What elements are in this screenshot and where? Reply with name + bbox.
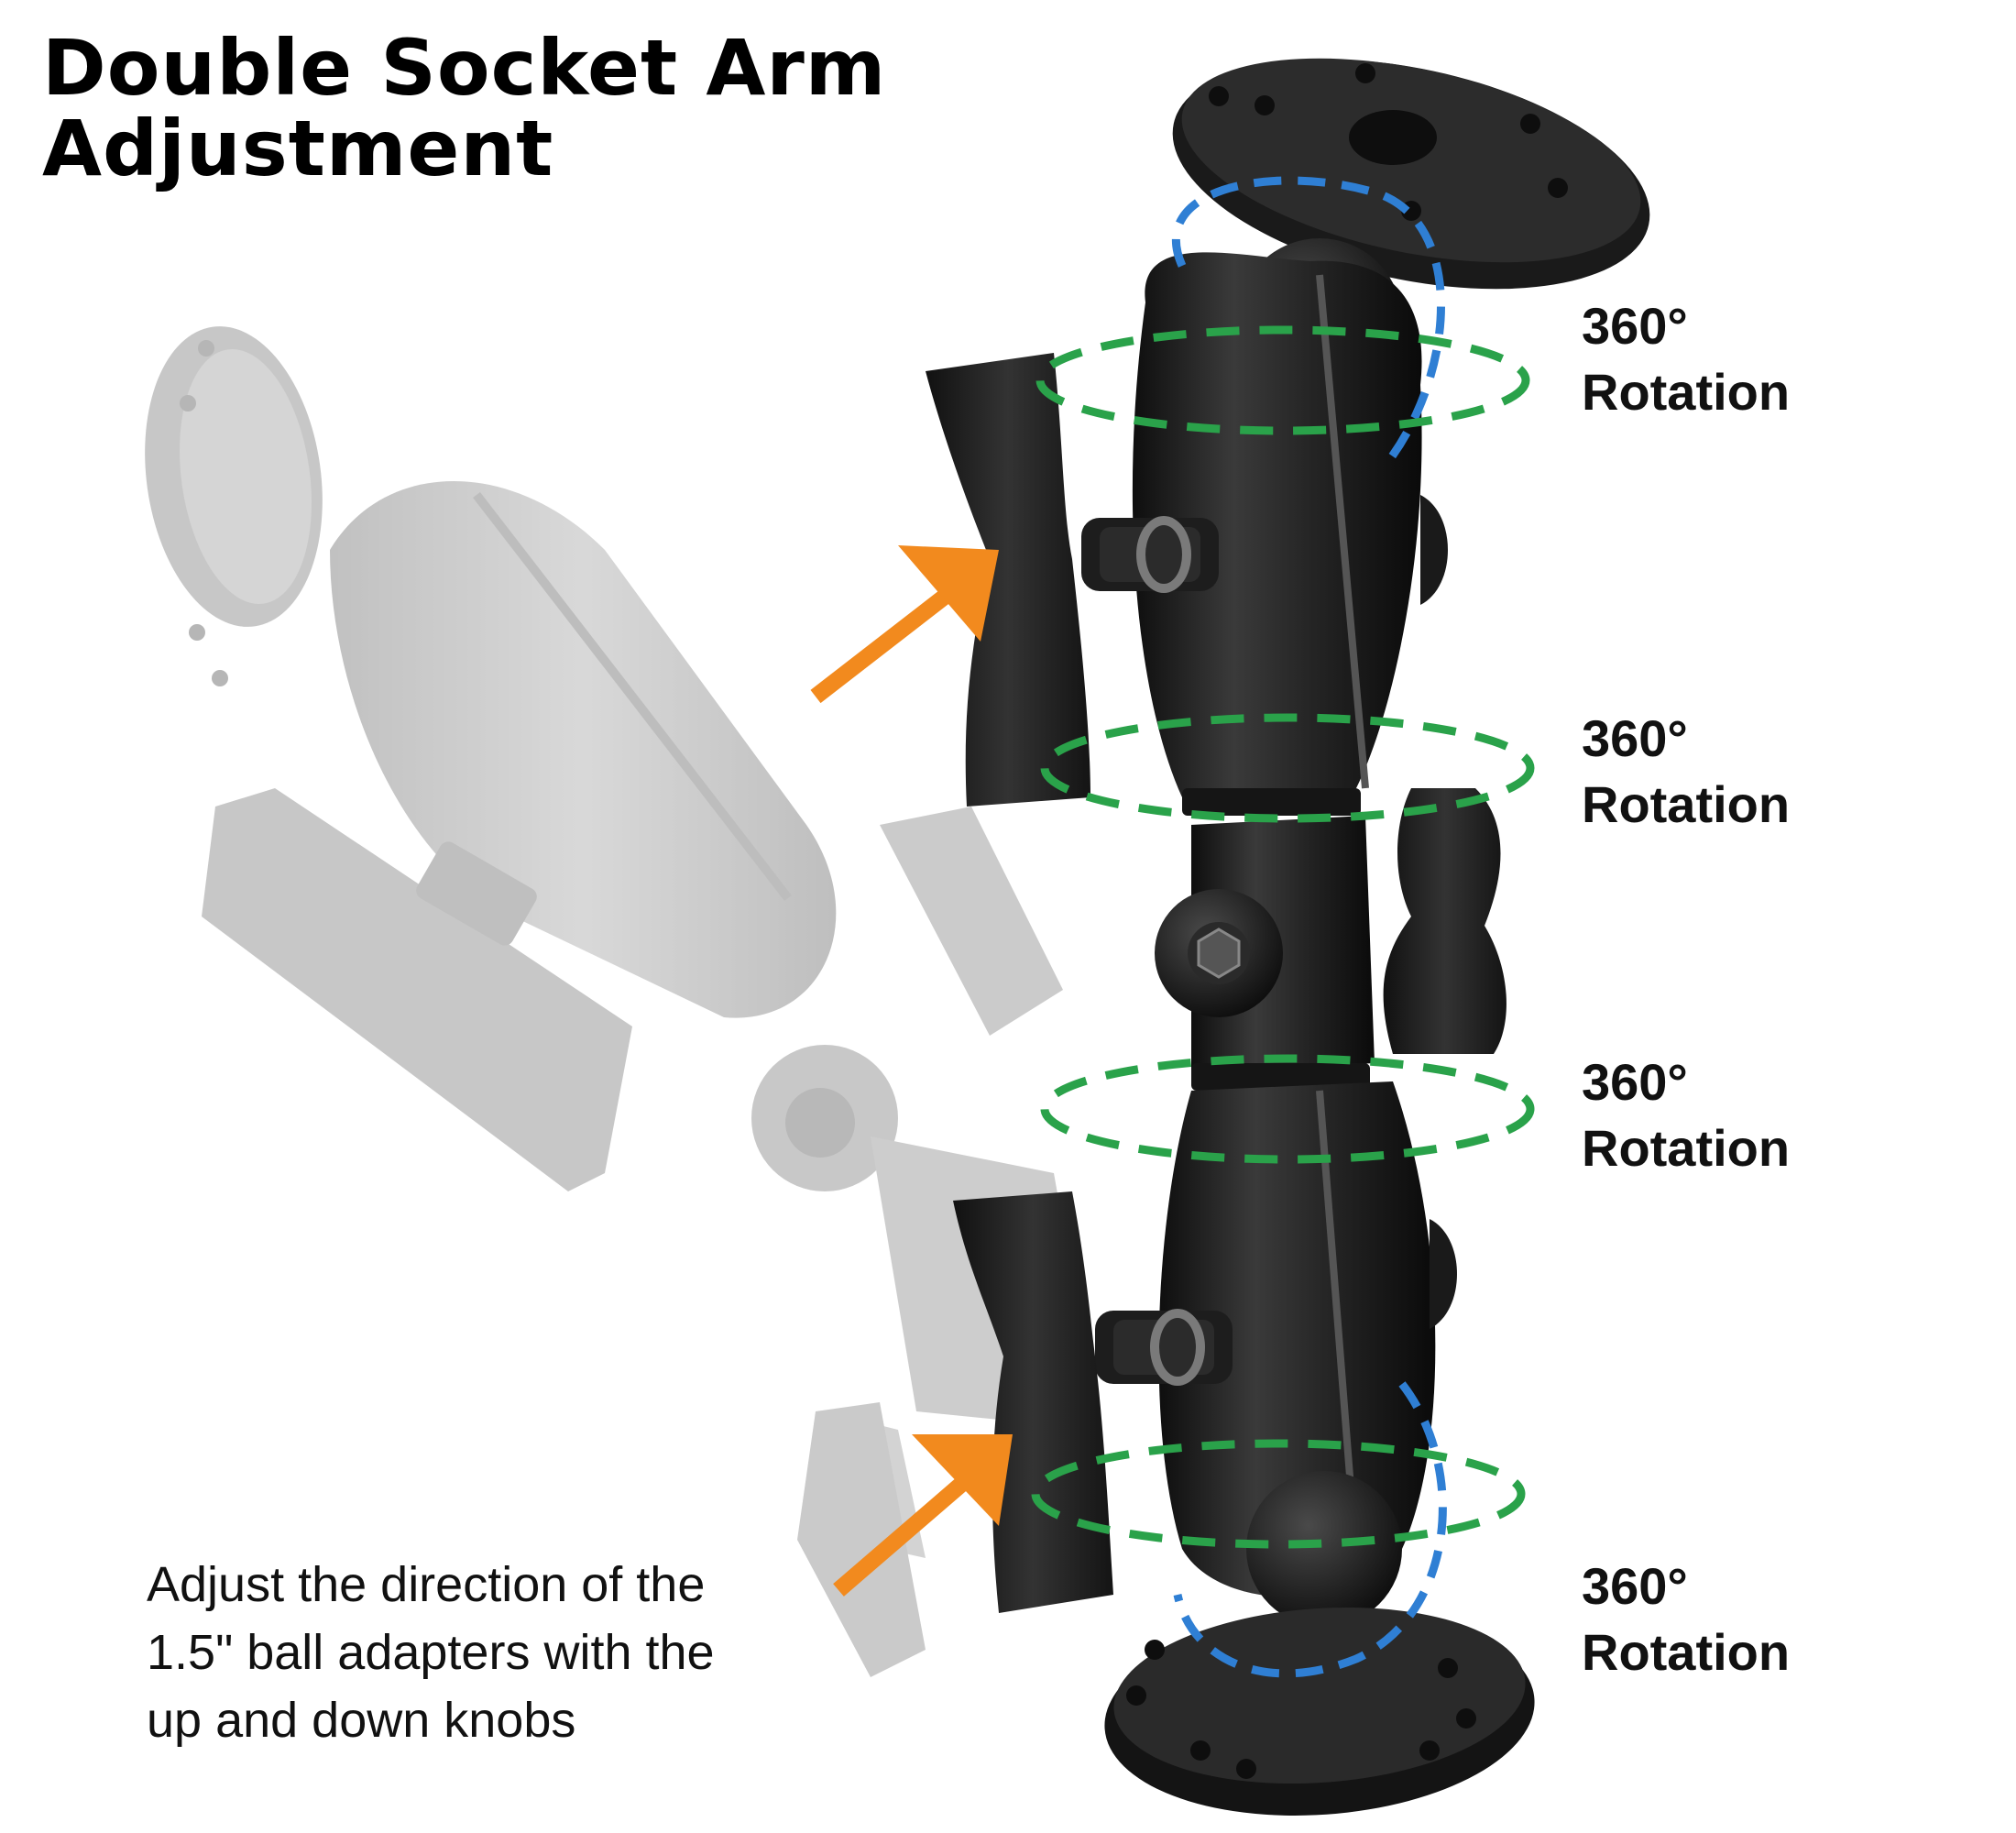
rotation-label-text: Rotation	[1582, 775, 1791, 833]
rotation-label-4: 360° Rotation	[1582, 1553, 1790, 1685]
rotation-label-1: 360° Rotation	[1582, 293, 1790, 425]
top-plate	[1172, 58, 1650, 290]
green-ring-4	[1031, 1439, 1526, 1549]
rotation-label-degrees: 360°	[1582, 297, 1688, 355]
orange-arrow-icon	[833, 1434, 1013, 1597]
rotation-label-degrees: 360°	[1582, 1053, 1688, 1111]
page-title: Double Socket Arm Adjustment	[42, 27, 886, 189]
rotation-label-degrees: 360°	[1582, 1557, 1688, 1615]
caption-line-2: 1.5" ball adapters with the	[147, 1625, 715, 1680]
green-ring-3	[1040, 1054, 1535, 1164]
caption-line-1: Adjust the direction of the	[147, 1557, 706, 1612]
main-mount	[926, 58, 1650, 1816]
rotation-label-text: Rotation	[1582, 1623, 1791, 1681]
bottom-plate	[1104, 1607, 1535, 1816]
orange-arrow-icon	[810, 545, 999, 704]
blue-rotation-rings	[1171, 176, 1447, 1678]
rotation-label-text: Rotation	[1582, 1119, 1791, 1177]
green-rotation-rings	[1031, 325, 1535, 1549]
caption: Adjust the direction of the 1.5" ball ad…	[147, 1551, 715, 1754]
ghost-mount	[145, 326, 1100, 1677]
title-line-1: Double Socket Arm	[42, 23, 887, 113]
middle-joint	[1155, 788, 1507, 1091]
rotation-label-text: Rotation	[1582, 363, 1791, 421]
upper-t-knob	[926, 353, 1219, 807]
rotation-label-degrees: 360°	[1582, 709, 1688, 767]
title-line-2: Adjustment	[42, 104, 554, 193]
rotation-label-3: 360° Rotation	[1582, 1049, 1790, 1181]
green-ring-2	[1040, 713, 1535, 823]
caption-line-3: up and down knobs	[147, 1693, 576, 1748]
upper-socket	[1132, 252, 1448, 816]
rotation-label-2: 360° Rotation	[1582, 706, 1790, 838]
green-ring-1	[1035, 325, 1530, 435]
